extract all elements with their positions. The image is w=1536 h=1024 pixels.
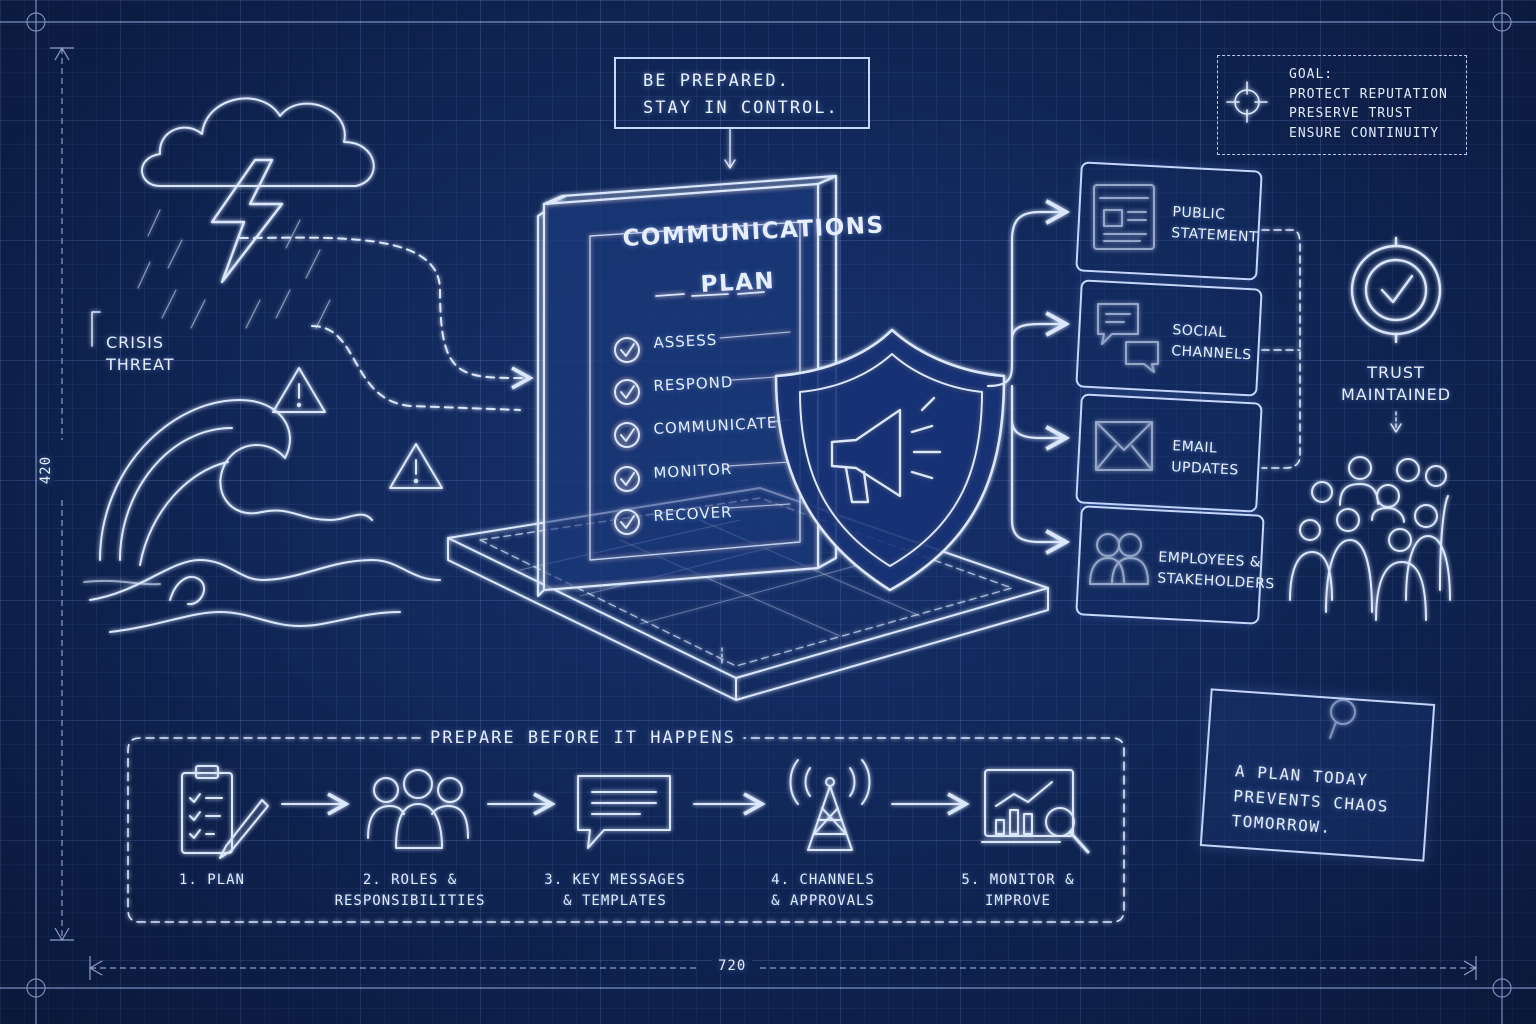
crisis-bracket <box>91 311 101 347</box>
crosshair-icon <box>1226 81 1268 123</box>
rain-lines <box>137 209 331 329</box>
channel-label-line-2: STATEMENT <box>1170 225 1259 246</box>
step-label-line-2: & APPROVALS <box>771 893 875 909</box>
channel-card-employees-stakeholders: EMPLOYEES & STAKEHOLDERS <box>1075 505 1275 625</box>
channel-card-social-channels: SOCIAL CHANNELS <box>1075 279 1263 397</box>
goal-item: ENSURE CONTINUITY <box>1289 125 1440 141</box>
crisis-label-line-2: THREAT <box>106 355 175 374</box>
callout-box: BE PREPARED. STAY IN CONTROL. <box>614 57 870 129</box>
step-label-line-2: RESPONSIBILITIES <box>334 893 486 909</box>
callout-line-1: BE PREPARED. <box>643 71 790 91</box>
document-icon <box>1093 184 1155 250</box>
crisis-label: CRISIS THREAT <box>106 332 175 376</box>
channel-card-email-updates: EMAIL UPDATES <box>1075 393 1263 513</box>
step-label-line-1: 2. ROLES & <box>362 872 458 888</box>
channel-label-line-2: CHANNELS <box>1170 343 1252 364</box>
sticky-note: A PLAN TODAY PREVENTS CHAOS TOMORROW. <box>1199 688 1436 862</box>
trust-label: TRUST MAINTAINED <box>1336 362 1456 406</box>
book-title-line-2: PLAN <box>700 268 776 298</box>
people-icon <box>1089 533 1149 585</box>
dimension-width-label: 720 <box>712 958 753 974</box>
dimension-height <box>50 46 74 942</box>
crowd-icon <box>1289 456 1451 621</box>
warning-icon <box>389 443 443 489</box>
team-icon <box>367 769 469 849</box>
goal-item: PROTECT REPUTATION <box>1289 86 1448 102</box>
process-title: PREPARE BEFORE IT HAPPENS <box>430 728 736 748</box>
crisis-flow-line-2 <box>311 325 521 411</box>
dimension-height-label: 420 <box>38 451 55 489</box>
crisis-label-line-1: CRISIS <box>106 333 165 352</box>
analytics-icon <box>981 769 1090 854</box>
step-label-key-messages: 3. KEY MESSAGES & TEMPLATES <box>525 870 705 912</box>
step-label-line-1: 3. KEY MESSAGES <box>544 872 686 888</box>
crisis-flow-line-1 <box>239 236 534 390</box>
warning-icon <box>272 367 326 413</box>
message-icon <box>577 775 671 849</box>
checklist-item: ASSESS <box>653 330 718 352</box>
channel-label-line-2: UPDATES <box>1170 459 1240 479</box>
step-label-monitor: 5. MONITOR & IMPROVE <box>928 870 1108 912</box>
goal-item: PRESERVE TRUST <box>1289 106 1413 121</box>
checklist-checks <box>614 337 640 535</box>
dimension-width <box>88 956 1478 980</box>
clipboard-icon <box>181 765 269 859</box>
step-label-line-2: IMPROVE <box>984 893 1051 909</box>
callout-line-2: STAY IN CONTROL. <box>643 98 839 118</box>
trust-pointer <box>1390 411 1402 433</box>
chat-bubbles-icon <box>1097 303 1159 373</box>
trust-badge-icon <box>1350 236 1442 344</box>
step-label-line-1: 1. PLAN <box>178 872 245 888</box>
channel-merge-lines <box>1261 229 1301 469</box>
storm-cloud-icon <box>141 97 375 187</box>
lightning-icon <box>210 158 284 284</box>
step-label-line-1: 5. MONITOR & <box>961 872 1075 888</box>
channel-card-public-statement: PUBLIC STATEMENT <box>1075 161 1263 281</box>
tower-icon <box>789 759 871 851</box>
channel-branch-arrows <box>986 199 1071 555</box>
goal-box: GOAL: PROTECT REPUTATION PRESERVE TRUST … <box>1217 55 1467 155</box>
shield-icon <box>774 328 1006 592</box>
communications-plan-book-icon <box>536 174 838 598</box>
step-label-channels: 4. CHANNELS & APPROVALS <box>733 870 913 912</box>
wave-icon <box>83 399 441 633</box>
step-label-roles: 2. ROLES & RESPONSIBILITIES <box>320 870 500 912</box>
callout-pointer <box>724 128 736 169</box>
envelope-icon <box>1095 421 1153 471</box>
megaphone-icon <box>830 396 942 504</box>
trust-label-line-1: TRUST <box>1367 363 1425 382</box>
step-label-line-1: 4. CHANNELS <box>771 872 875 888</box>
step-label-plan: 1. PLAN <box>122 870 302 891</box>
step-label-line-2: & TEMPLATES <box>563 893 667 909</box>
goal-title: GOAL: <box>1289 67 1334 82</box>
pushpin-icon <box>1329 699 1356 739</box>
trust-label-line-2: MAINTAINED <box>1340 385 1452 404</box>
